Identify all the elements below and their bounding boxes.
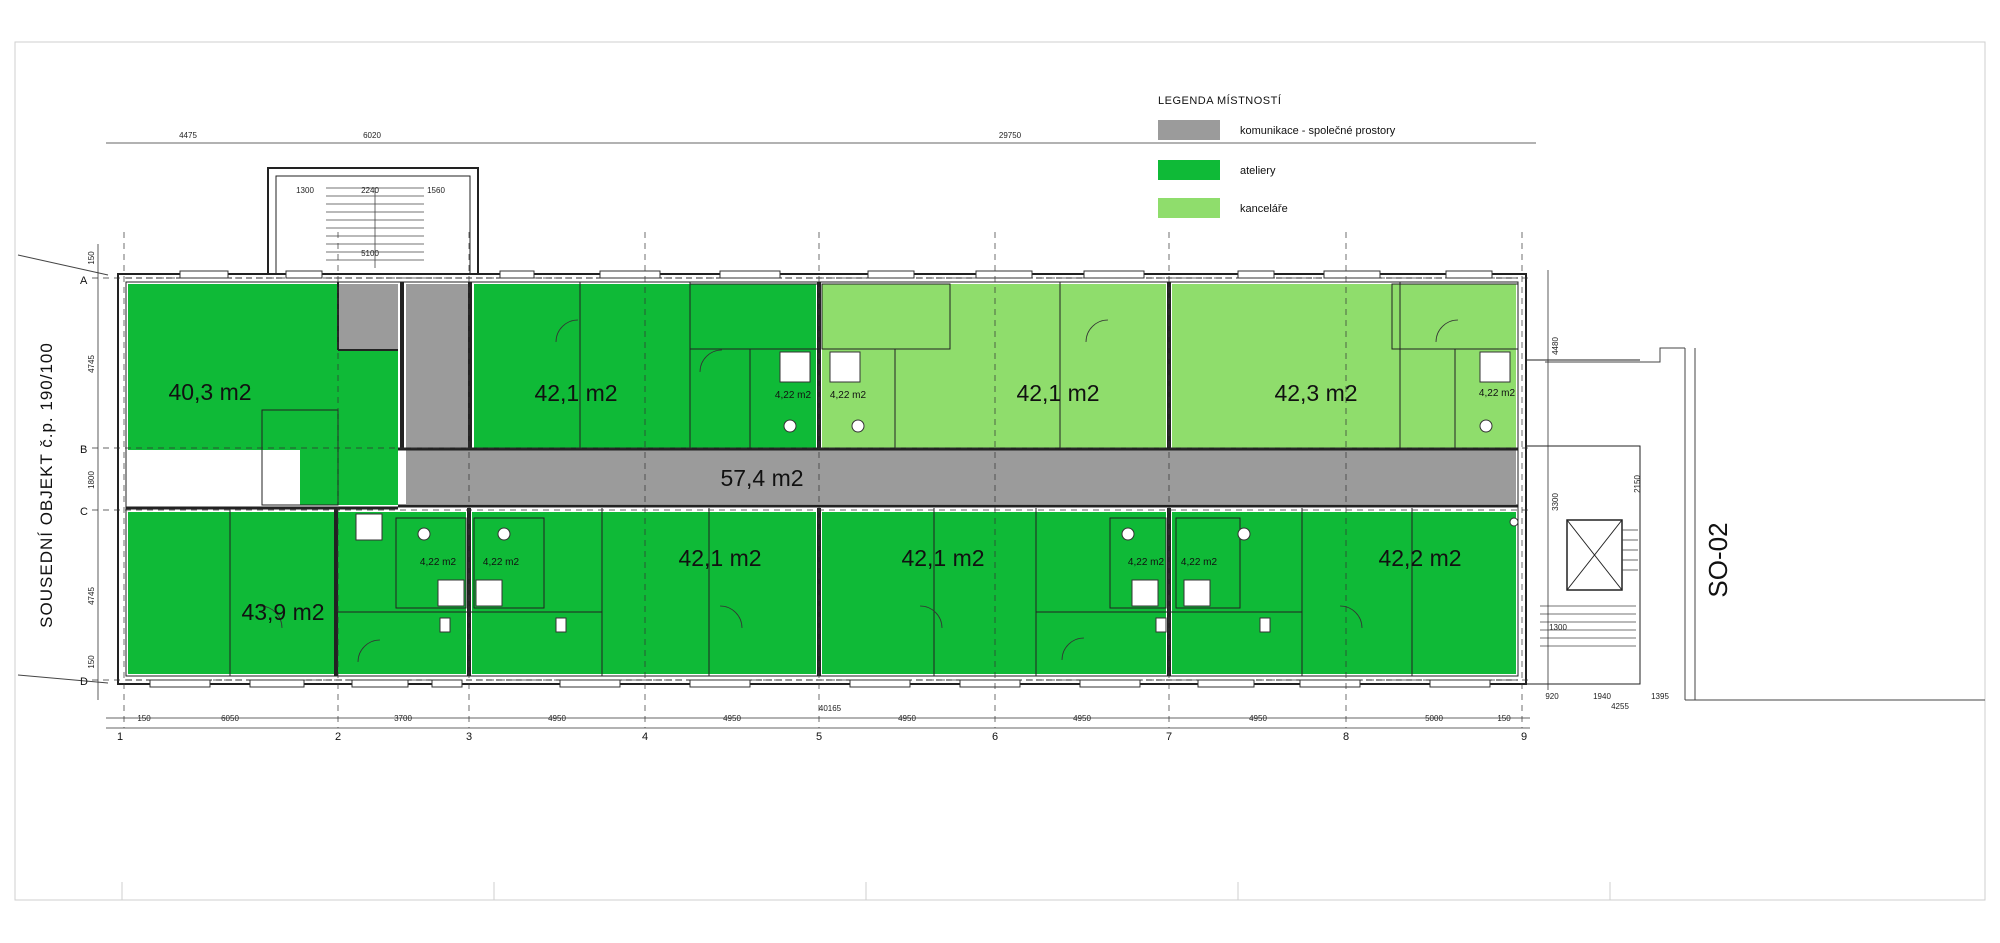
dim-left-1: 150 <box>87 251 96 265</box>
axis-col-9: 9 <box>1521 731 1527 743</box>
stair-top-annex <box>326 187 424 268</box>
dim-top-3: 29750 <box>999 131 1022 140</box>
dim-right-3: 3300 <box>1551 493 1560 511</box>
bath-area-7: 4,22 m2 <box>1181 557 1218 568</box>
room-area-r3: 42,1 m2 <box>1016 380 1099 406</box>
room-fill-corridor <box>406 449 1516 504</box>
axis-col-6: 6 <box>992 731 998 743</box>
room-area-r8: 42,2 m2 <box>1378 545 1461 571</box>
dim-top-1: 4475 <box>179 131 197 140</box>
axis-col-4: 4 <box>642 731 648 743</box>
neighbor-building-label: SOUSEDNÍ OBJEKT č.p. 190/100 <box>37 342 56 628</box>
bath-area-4: 4,22 m2 <box>420 557 457 568</box>
dim-right-bottom-4: 920 <box>1545 692 1559 701</box>
bath-area-2: 4,22 m2 <box>830 390 867 401</box>
room-fill-r3 <box>822 284 1166 449</box>
room-area-r7: 42,1 m2 <box>901 545 984 571</box>
dim-stair-4: 1560 <box>427 186 445 195</box>
so-label: SO-02 <box>1703 522 1733 597</box>
dim-left-3: 1800 <box>87 471 96 489</box>
room-fill-common-hall <box>406 284 468 449</box>
room-fill-common-stair <box>338 284 398 350</box>
dim-bottom-4: 4950 <box>548 714 566 723</box>
bath-area-1: 4,22 m2 <box>775 390 812 401</box>
sheet-ticks <box>121 882 1611 900</box>
dim-stair-2: 5100 <box>361 249 379 258</box>
axis-col-7: 7 <box>1166 731 1172 743</box>
dim-bottom-2: 6050 <box>221 714 239 723</box>
axis-row-d: D <box>80 676 88 688</box>
axis-col-3: 3 <box>466 731 472 743</box>
dim-bottom-10: 150 <box>1497 714 1511 723</box>
axis-col-2: 2 <box>335 731 341 743</box>
axis-row-a: A <box>80 275 88 287</box>
room-fill-r8 <box>1302 512 1516 674</box>
neighbor-building-lines <box>17 254 1985 701</box>
legend-label-office: kanceláře <box>1240 203 1288 215</box>
grid-lines <box>92 232 1530 728</box>
dim-right-bottom-2: 1395 <box>1651 692 1669 701</box>
dim-top-2: 6020 <box>363 131 381 140</box>
room-fill-r1 <box>128 284 398 505</box>
room-area-r5: 43,9 m2 <box>241 599 324 625</box>
axis-col-1: 1 <box>117 731 123 743</box>
dim-right-bottom-1: 1940 <box>1593 692 1611 701</box>
dim-left-2: 4745 <box>87 355 96 373</box>
dim-bottom-9: 5000 <box>1425 714 1443 723</box>
dim-bottom-7: 4950 <box>1073 714 1091 723</box>
room-area-r1: 40,3 m2 <box>168 379 251 405</box>
dim-bottom-1: 150 <box>137 714 151 723</box>
room-area-corridor: 57,4 m2 <box>720 465 803 491</box>
legend-swatch-common <box>1158 120 1220 140</box>
axis-col-8: 8 <box>1343 731 1349 743</box>
axis-col-5: 5 <box>816 731 822 743</box>
bath-area-6: 4,22 m2 <box>1128 557 1165 568</box>
room-area-r2: 42,1 m2 <box>534 380 617 406</box>
room-area-r4: 42,3 m2 <box>1274 380 1357 406</box>
dim-bottom-8: 4950 <box>1249 714 1267 723</box>
legend-label-atelier: ateliery <box>1240 165 1276 177</box>
sheet-border <box>14 41 1986 901</box>
dim-bottom-6: 4950 <box>898 714 916 723</box>
doors <box>259 319 1459 663</box>
room-fill-r7 <box>822 512 1036 674</box>
legend-label-common: komunikace - společné prostory <box>1240 125 1396 137</box>
dim-bottom-5: 4950 <box>723 714 741 723</box>
axis-row-c: C <box>80 506 88 518</box>
dim-right-bottom-3: 4255 <box>1611 702 1629 711</box>
dim-stair-3: 1300 <box>296 186 314 195</box>
dim-stair-1: 2240 <box>361 186 379 195</box>
legend: LEGENDA MÍSTNOSTÍ komunikace - společné … <box>1158 94 1396 218</box>
room-fill-r4 <box>1172 284 1516 449</box>
room-fill-r5 <box>128 512 336 674</box>
dim-right-4: 1300 <box>1549 623 1567 632</box>
bath-area-5: 4,22 m2 <box>483 557 520 568</box>
dimension-lines <box>97 142 1549 729</box>
dim-right-2: 2150 <box>1633 475 1642 493</box>
dim-total: 40165 <box>819 704 842 713</box>
stair-east-annex <box>1540 529 1638 647</box>
legend-title: LEGENDA MÍSTNOSTÍ <box>1158 94 1282 107</box>
dim-bottom-3: 3700 <box>394 714 412 723</box>
dim-right-1: 4480 <box>1551 337 1560 355</box>
bath-area-3: 4,22 m2 <box>1479 388 1516 399</box>
axis-row-b: B <box>80 444 87 456</box>
room-area-r6: 42,1 m2 <box>678 545 761 571</box>
dim-left-5: 150 <box>87 655 96 669</box>
fixtures <box>355 351 1519 633</box>
dim-left-4: 4745 <box>87 587 96 605</box>
windows <box>149 270 1493 688</box>
legend-swatch-atelier <box>1158 160 1220 180</box>
legend-swatch-office <box>1158 198 1220 218</box>
